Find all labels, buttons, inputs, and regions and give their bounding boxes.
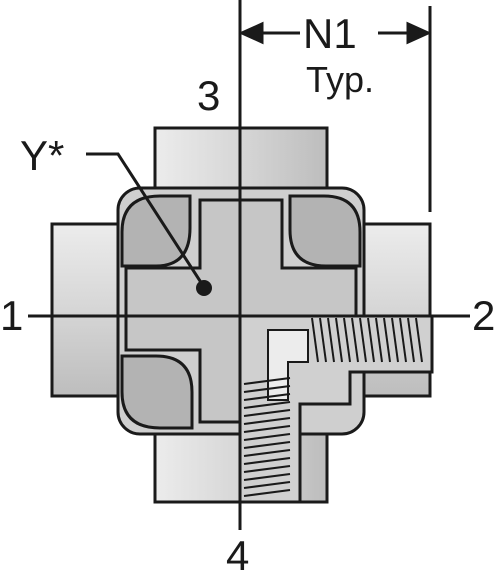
threads-bottom	[243, 377, 291, 497]
callout-leader	[86, 152, 204, 285]
dimension-arrow	[238, 21, 432, 45]
callout-dot	[196, 280, 212, 296]
boss-bottom-left	[120, 354, 194, 430]
label-callout: Y*	[20, 132, 64, 179]
label-port-2: 2	[472, 292, 495, 339]
threads-right	[311, 317, 423, 363]
label-dimension-note: Typ.	[306, 59, 374, 100]
label-port-3: 3	[197, 72, 220, 119]
label-port-1: 1	[0, 292, 23, 339]
boss-top-left	[120, 194, 192, 268]
bore-corner	[267, 329, 309, 401]
boss-top-right	[288, 194, 362, 268]
label-port-4: 4	[226, 532, 249, 579]
label-dimension: N1	[303, 10, 357, 57]
